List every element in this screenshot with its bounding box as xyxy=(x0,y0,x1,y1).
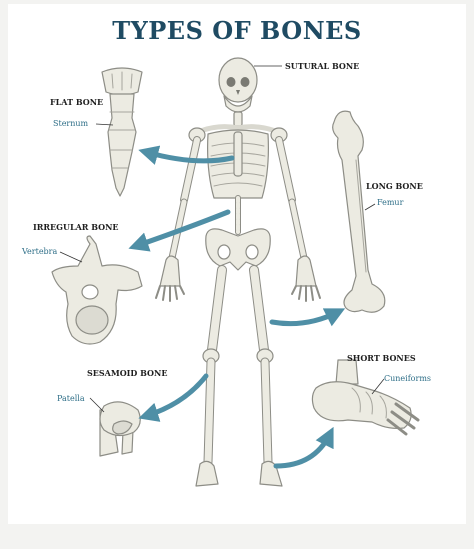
label-sesamoid-bone: SESAMOID BONE xyxy=(87,368,168,378)
leader-lines xyxy=(59,65,385,413)
femur-illustration xyxy=(332,110,386,313)
label-sutural-bone: SUTURAL BONE xyxy=(285,61,360,71)
arrow-to-sternum xyxy=(138,145,235,165)
pointer-arrows xyxy=(128,145,346,469)
skull xyxy=(218,57,258,103)
left-foot xyxy=(195,460,219,487)
sternum-illustration xyxy=(101,67,143,197)
left-hand xyxy=(159,255,181,287)
label-vertebra: Vertebra xyxy=(22,247,58,256)
arrow-to-femur xyxy=(269,308,346,327)
jaw xyxy=(223,95,253,113)
patella-illustration xyxy=(99,401,141,457)
skeleton-figure xyxy=(155,57,321,487)
foot-illustration xyxy=(311,359,420,436)
label-cuneiforms: Cuneiforms xyxy=(384,374,432,383)
diagram-title: TYPES OF BONES xyxy=(112,16,362,45)
label-patella: Patella xyxy=(57,394,85,403)
label-long-bone: LONG BONE xyxy=(366,181,423,191)
label-short-bones: SHORT BONES xyxy=(347,353,416,363)
arrow-to-foot xyxy=(273,426,334,469)
label-femur: Femur xyxy=(377,198,404,207)
right-hand xyxy=(295,255,317,287)
sternum-on-skeleton xyxy=(233,131,243,177)
label-irregular-bone: IRREGULAR BONE xyxy=(33,222,119,232)
cervical-spine xyxy=(233,111,243,127)
right-foot xyxy=(259,460,283,487)
arrow-to-patella xyxy=(138,373,209,422)
arrow-to-vertebra xyxy=(128,209,231,252)
pelvis xyxy=(205,228,271,271)
label-flat-bone: FLAT BONE xyxy=(50,97,104,107)
vertebra-illustration xyxy=(51,235,143,345)
label-sternum: Sternum xyxy=(53,119,89,128)
